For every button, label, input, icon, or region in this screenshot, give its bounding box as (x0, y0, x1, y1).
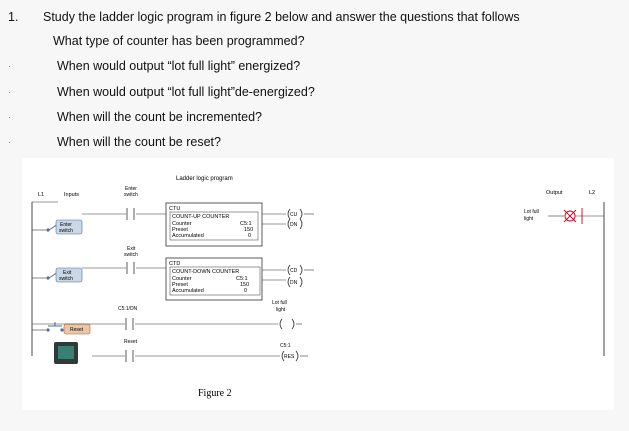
bullet-marker: · (8, 61, 11, 71)
inputs-header: Inputs (64, 192, 79, 198)
sub-question-3: When would output “lot full light”de-ene… (57, 85, 315, 99)
ctu-tag: CTU (169, 206, 180, 212)
ctu-accum-value: 0 (248, 233, 251, 239)
ctu-dn-coil: DN (287, 218, 303, 230)
rail-l2-label: L2 (589, 190, 595, 196)
lot-full-output-label-2: light (524, 216, 534, 222)
enter-no-contact (126, 208, 136, 220)
exit-switch-label-2: switch (59, 276, 73, 282)
sub-question-2: When would output “lot full light” energ… (57, 59, 301, 73)
reset-pushbutton-symbol: Reset (32, 322, 91, 335)
ctu-instruction-block: CTU COUNT-UP COUNTER Counter C5:1 Preset… (165, 202, 263, 247)
res-coil-text: RES (284, 354, 295, 360)
ladder-diagram: Ladder logic program L1 Inputs Output L2… (31, 176, 605, 399)
ctd-counter-label: Counter (172, 276, 192, 282)
enter-switch-label-1: Enter (60, 222, 72, 228)
enter-contact-bottom-label: switch (124, 192, 138, 198)
reset-label: Reset (70, 327, 84, 333)
lot-full-output-label-1: Lot full (524, 209, 539, 215)
dn-contact-label: C5:1/DN (118, 306, 138, 312)
lot-full-coil-label-1: Lot full (272, 300, 287, 306)
rail-l1-label: L1 (38, 192, 44, 198)
ctd-counter-value: C5:1 (236, 276, 248, 282)
sub-question-5: When will the count be reset? (57, 135, 221, 149)
question-number: 1. (8, 10, 19, 24)
exit-switch-label-1: Exit (63, 270, 72, 276)
figure-caption: Figure 2 (198, 388, 232, 399)
ctd-title: COUNT-DOWN COUNTER (172, 269, 239, 275)
ctd-cd-text: CD (290, 268, 298, 274)
sub-question-1: What type of counter has been programmed… (53, 34, 305, 48)
ctd-tag: CTD (169, 261, 180, 267)
exit-contact-top-label: Exit (127, 246, 136, 252)
ctd-accum-label: Accumulated (172, 288, 204, 294)
ctu-accum-label: Accumulated (172, 233, 204, 239)
ctu-dn-text: DN (290, 222, 298, 228)
ctu-title: COUNT-UP COUNTER (172, 214, 229, 220)
ctd-accum-value: 0 (244, 288, 247, 294)
ctd-dn-coil: DN (287, 276, 303, 288)
lot-full-coil-label-2: light (276, 307, 286, 313)
operator-panel-graphic (54, 342, 78, 364)
ctu-cu-text: CU (290, 212, 298, 218)
enter-switch-symbol: Enter switch (32, 219, 83, 235)
output-header: Output (546, 190, 563, 196)
reset-contact-label: Reset (124, 339, 138, 345)
ctu-counter-label: Counter (172, 221, 192, 227)
reset-no-contact (125, 350, 135, 362)
bullet-marker: · (8, 137, 11, 147)
ctu-counter-value: C5:1 (240, 221, 252, 227)
ctd-preset-value: 150 (240, 282, 249, 288)
sub-question-4: When will the count be incremented? (57, 110, 262, 124)
ctd-preset-label: Preset (172, 282, 188, 288)
ctd-instruction-block: CTD COUNT-DOWN COUNTER Counter C5:1 Pres… (165, 257, 263, 301)
exit-switch-symbol: Exit switch (32, 267, 83, 283)
figure-title: Ladder logic program (176, 176, 233, 182)
bullet-marker: · (8, 112, 11, 122)
ctu-preset-value: 150 (244, 227, 253, 233)
ctu-cu-coil: CU (287, 208, 303, 220)
res-reset-coil: RES (281, 350, 299, 362)
ladder-figure: Ladder logic program L1 Inputs Output L2… (22, 158, 614, 410)
ctd-cd-coil: CD (287, 264, 303, 276)
res-coil-tag: C5:1 (280, 343, 291, 349)
ctu-preset-label: Preset (172, 227, 188, 233)
question-main: Study the ladder logic program in figure… (43, 10, 520, 24)
enter-contact-top-label: Enter (125, 186, 137, 192)
ctd-dn-text: DN (290, 280, 298, 286)
bullet-marker: · (8, 87, 11, 97)
dn-no-contact (125, 318, 135, 330)
enter-switch-label-2: switch (59, 228, 73, 234)
lot-full-lamp-symbol (563, 209, 577, 223)
exit-no-contact (126, 262, 136, 274)
exit-contact-bottom-label: switch (124, 252, 138, 258)
lot-full-output-coil (279, 318, 295, 330)
